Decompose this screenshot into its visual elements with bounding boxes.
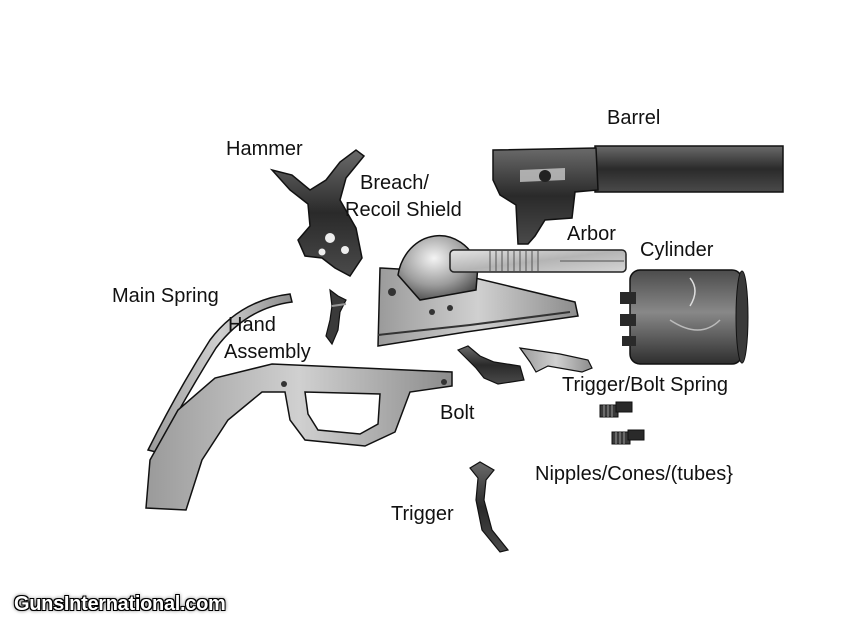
trigger-part — [469, 461, 510, 553]
label-breach-line1: Breach/ — [360, 172, 429, 194]
watermark: GunsInternational.com — [14, 593, 226, 615]
label-cylinder: Cylinder — [640, 239, 714, 261]
label-hand-line1: Hand — [228, 314, 276, 336]
hand-assembly-part — [325, 288, 347, 346]
label-trigger-bolt-spring: Trigger/Bolt Spring — [562, 374, 728, 396]
bolt-part — [456, 345, 525, 385]
nipple-part-1 — [599, 401, 633, 418]
label-barrel: Barrel — [607, 107, 661, 129]
hammer-part — [269, 149, 366, 277]
frame-part — [145, 363, 453, 511]
main-spring-part — [146, 293, 293, 453]
barrel-part — [492, 145, 784, 245]
cylinder-part — [620, 269, 749, 365]
nipple-part-2 — [611, 429, 645, 445]
label-breach-line2: Recoil Shield — [345, 199, 462, 221]
label-hammer: Hammer — [226, 138, 303, 160]
arbor-part — [449, 249, 627, 273]
label-trigger: Trigger — [391, 503, 454, 525]
label-nipples: Nipples/Cones/(tubes} — [535, 463, 733, 485]
label-bolt: Bolt — [440, 402, 475, 424]
trigger-bolt-spring-part — [518, 347, 593, 373]
label-arbor: Arbor — [567, 223, 616, 245]
label-main-spring: Main Spring — [112, 285, 219, 307]
label-hand-line2: Assembly — [224, 341, 311, 363]
